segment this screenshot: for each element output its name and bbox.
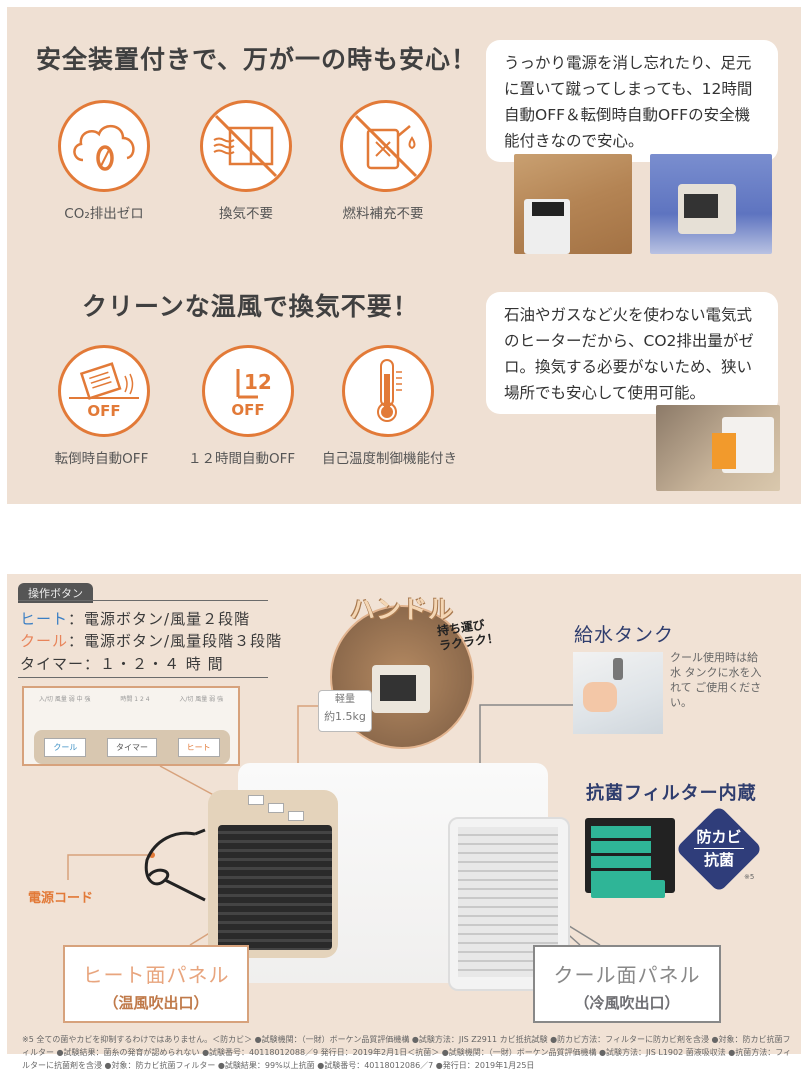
control-panel-closeup: 入/切 風量 弱 中 強 時間 1 2 4 入/切 風量 弱 強 クール タイマ…	[22, 686, 240, 766]
handle-title: ハンドル	[350, 595, 455, 624]
no-refuel-feature: 燃料補充不要	[340, 100, 432, 222]
tip-over-off-label: 転倒時自動OFF	[54, 451, 149, 467]
power-cord-icon	[144, 828, 206, 902]
no-ventilation-feature: 換気不要	[200, 100, 292, 222]
water-tank-description: クール使用時は給 水 タンクに水を入れて ご使用ください。	[670, 651, 762, 709]
anti-mold-badge: 防カビ 抗菌	[684, 826, 754, 871]
off-badge: OFF	[231, 401, 265, 419]
filter-image	[585, 818, 675, 898]
heat-panel-callout: ヒート面パネル （温風吹出口）	[63, 945, 249, 1023]
no-window-icon	[200, 100, 292, 192]
thermostat-feature: 自己温度制御機能付き	[322, 345, 457, 467]
no-ventilation-label: 換気不要	[219, 206, 273, 222]
photo-night-heater	[650, 154, 772, 254]
filter-title: 抗菌フィルター内蔵	[586, 783, 757, 804]
photo-heater-under-desk	[656, 405, 780, 491]
water-tank-title: 給水タンク	[574, 624, 675, 646]
clean-air-description-bubble: 石油やガスなど火を使わない電気式のヒーターだから、CO2排出量がゼロ。換気する必…	[486, 292, 778, 414]
cool-panel-callout: クール面パネル （冷風吹出口）	[533, 945, 721, 1023]
footnote: ※5 全ての菌やカビを抑制するわけではありません。＜防カビ＞ ●試験機関：（一財…	[22, 1035, 792, 1070]
spec-heat: ヒート：電源ボタン/風量２段階	[20, 610, 251, 628]
off-badge: OFF	[87, 402, 121, 420]
thermometer-icon	[342, 345, 434, 437]
clock-12-icon: 12 OFF	[202, 345, 294, 437]
timer-button[interactable]: タイマー	[106, 737, 157, 757]
thermostat-label: 自己温度制御機能付き	[322, 451, 457, 467]
no-refuel-label: 燃料補充不要	[342, 206, 424, 222]
co2-zero-feature: CO₂排出ゼロ	[58, 100, 150, 222]
spec-cool: クール：電源ボタン/風量段階３段階	[20, 632, 283, 650]
safety-description-bubble: うっかり電源を消し忘れたり、足元に置いて蹴ってしまっても、12時間自動OFF＆転…	[486, 40, 778, 162]
svg-text:12: 12	[244, 370, 272, 394]
cloud-zero-icon	[58, 100, 150, 192]
timer-12h-feature: 12 OFF １２時間自動OFF	[188, 345, 295, 467]
photo-kicked-heater	[514, 154, 632, 254]
product-image-heater-cooler	[208, 745, 570, 991]
buttons-section-tag: 操作ボタン	[18, 583, 93, 603]
tip-over-off-feature: OFF 転倒時自動OFF	[55, 345, 150, 467]
divider	[18, 600, 268, 601]
co2-zero-label: CO₂排出ゼロ	[64, 206, 144, 222]
weight-badge: 軽量 約1.5kg	[318, 690, 372, 732]
timer-12h-label: １２時間自動OFF	[188, 451, 296, 467]
photo-water-tank	[573, 652, 663, 734]
tip-over-icon: OFF	[58, 345, 150, 437]
divider	[18, 677, 268, 678]
cool-button[interactable]: クール	[44, 737, 87, 757]
safety-title: 安全装置付きで、万が一の時も安心！	[36, 45, 478, 74]
power-cord-label: 電源コード	[28, 891, 94, 906]
spec-timer: タイマー：１・２・４ 時 間	[20, 655, 224, 673]
heat-button[interactable]: ヒート	[177, 737, 220, 757]
note-mark: ※5	[744, 873, 755, 881]
clean-air-title: クリーンな温風で換気不要！	[82, 292, 419, 321]
no-fuel-can-icon	[340, 100, 432, 192]
